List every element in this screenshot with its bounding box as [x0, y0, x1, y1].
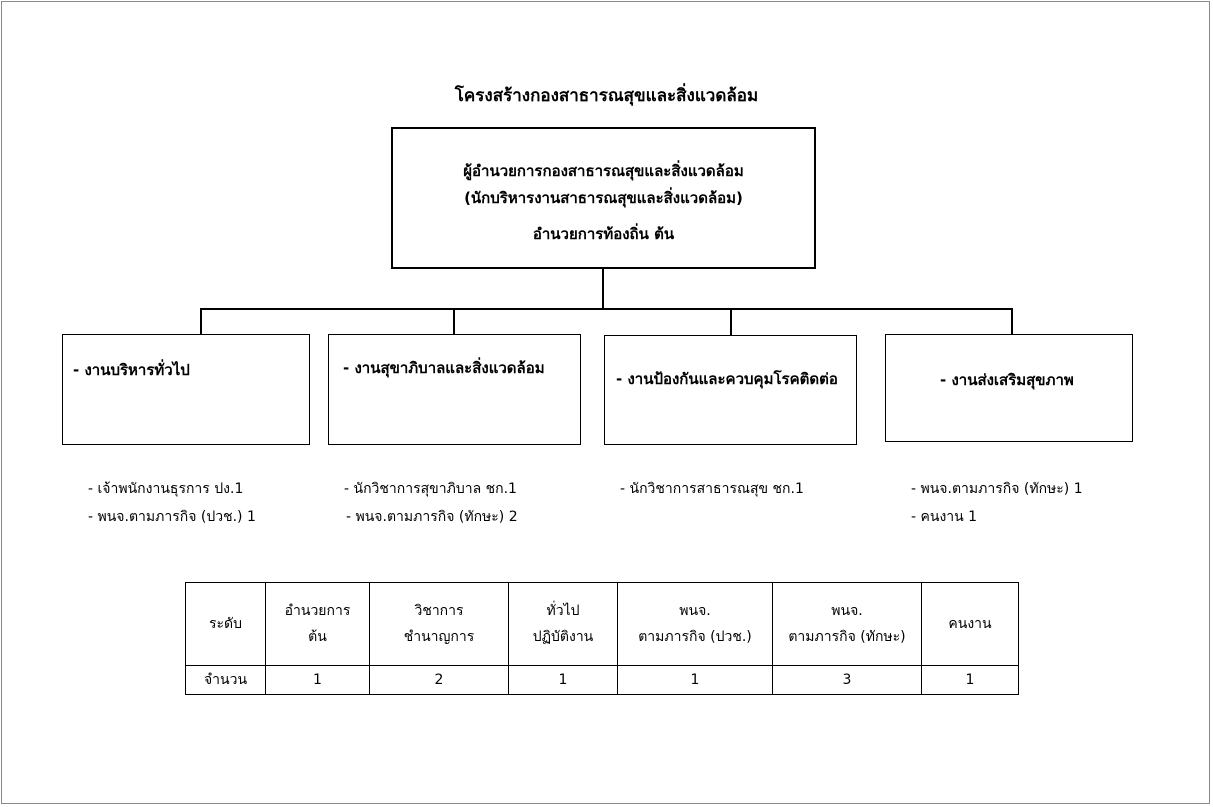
staff-list-disease-control: - นักวิชาการสาธารณสุข ชก.1: [620, 475, 804, 503]
summary-column-header: วิชาการชำนาญการ: [369, 582, 509, 666]
connector-drop-1: [200, 308, 202, 335]
unit-label: - งานส่งเสริมสุขภาพ: [940, 371, 1074, 389]
column-line-1: อำนวยการ: [284, 603, 351, 619]
summary-count-cell: 1: [508, 665, 618, 695]
staff-item: - เจ้าพนักงานธุรการ ปง.1: [88, 481, 244, 497]
director-level: อำนวยการท้องถิ่น ต้น: [532, 225, 675, 243]
summary-count-cell: 3: [772, 665, 922, 695]
staff-item: - พนจ.ตามภารกิจ (ทักษะ) 2: [346, 509, 518, 525]
staff-list-health-promotion: - พนจ.ตามภารกิจ (ทักษะ) 1 - คนงาน 1: [911, 475, 1083, 531]
connector-trunk: [602, 269, 604, 309]
summary-count-row: จำนวน 1 2 1 1 3 1: [185, 665, 1019, 695]
column-line-1: คนงาน: [948, 616, 992, 632]
connector-drop-4: [1011, 308, 1013, 335]
column-line-1: พนจ.: [831, 603, 863, 619]
unit-box-general-admin: - งานบริหารทั่วไป: [62, 334, 310, 445]
column-line-1: วิชาการ: [414, 603, 464, 619]
unit-box-disease-control: - งานป้องกันและควบคุมโรคติดต่อ: [604, 335, 857, 445]
summary-column-header: พนจ. ตามภารกิจ (ทักษะ): [772, 582, 922, 666]
unit-label: - งานบริหารทั่วไป: [73, 361, 190, 379]
summary-count-cell: 2: [369, 665, 509, 695]
summary-column-header: ทั่วไปปฏิบัติงาน: [508, 582, 618, 666]
unit-box-health-promotion: - งานส่งเสริมสุขภาพ: [885, 334, 1133, 442]
summary-count-cell: 1: [617, 665, 773, 695]
summary-row-label: ระดับ: [185, 582, 266, 666]
connector-drop-2: [453, 308, 455, 335]
connector-drop-3: [730, 308, 732, 336]
column-line-2: ตามภารกิจ (ปวช.): [638, 629, 752, 645]
unit-label: - งานป้องกันและควบคุมโรคติดต่อ: [616, 370, 838, 388]
staff-item: - คนงาน 1: [911, 509, 978, 525]
staff-item: - พนจ.ตามภารกิจ (ปวช.) 1: [88, 509, 256, 525]
summary-count-cell: 1: [921, 665, 1019, 695]
column-line-2: ตามภารกิจ (ทักษะ): [788, 629, 906, 645]
page-title: โครงสร้างกองสาธารณสุขและสิ่งแวดล้อม: [454, 86, 759, 106]
summary-count-cell: 1: [265, 665, 370, 695]
director-position: (นักบริหารงานสาธารณสุขและสิ่งแวดล้อม): [464, 189, 743, 207]
column-line-1: พนจ.: [679, 603, 711, 619]
column-line-2: ชำนาญการ: [403, 629, 475, 645]
staff-item: - พนจ.ตามภารกิจ (ทักษะ) 1: [911, 481, 1083, 497]
summary-count-label: จำนวน: [185, 665, 266, 695]
staff-item: - นักวิชาการสาธารณสุข ชก.1: [620, 481, 804, 497]
director-title: ผู้อำนวยการกองสาธารณสุขและสิ่งแวดล้อม: [463, 162, 744, 180]
staff-list-sanitation: - นักวิชาการสุขาภิบาล ชก.1 - พนจ.ตามภารก…: [344, 475, 518, 531]
column-line-1: ทั่วไป: [546, 603, 580, 619]
staff-item: - นักวิชาการสุขาภิบาล ชก.1: [344, 481, 517, 497]
summary-column-header: พนจ. ตามภารกิจ (ปวช.): [617, 582, 773, 666]
director-box: ผู้อำนวยการกองสาธารณสุขและสิ่งแวดล้อม (น…: [391, 127, 816, 269]
unit-label: - งานสุขาภิบาลและสิ่งแวดล้อม: [343, 359, 545, 377]
summary-column-header: อำนวยการต้น: [265, 582, 370, 666]
summary-table: ระดับ อำนวยการต้น วิชาการชำนาญการ ทั่วไป…: [185, 582, 1019, 695]
staff-list-general-admin: - เจ้าพนักงานธุรการ ปง.1 - พนจ.ตามภารกิจ…: [88, 475, 256, 531]
summary-header-row: ระดับ อำนวยการต้น วิชาการชำนาญการ ทั่วไป…: [185, 582, 1019, 666]
column-line-2: ต้น: [308, 629, 327, 645]
column-line-2: ปฏิบัติงาน: [532, 629, 594, 645]
connector-bar: [200, 308, 1013, 310]
summary-column-header: คนงาน: [921, 582, 1019, 666]
unit-box-sanitation: - งานสุขาภิบาลและสิ่งแวดล้อม: [328, 334, 581, 445]
